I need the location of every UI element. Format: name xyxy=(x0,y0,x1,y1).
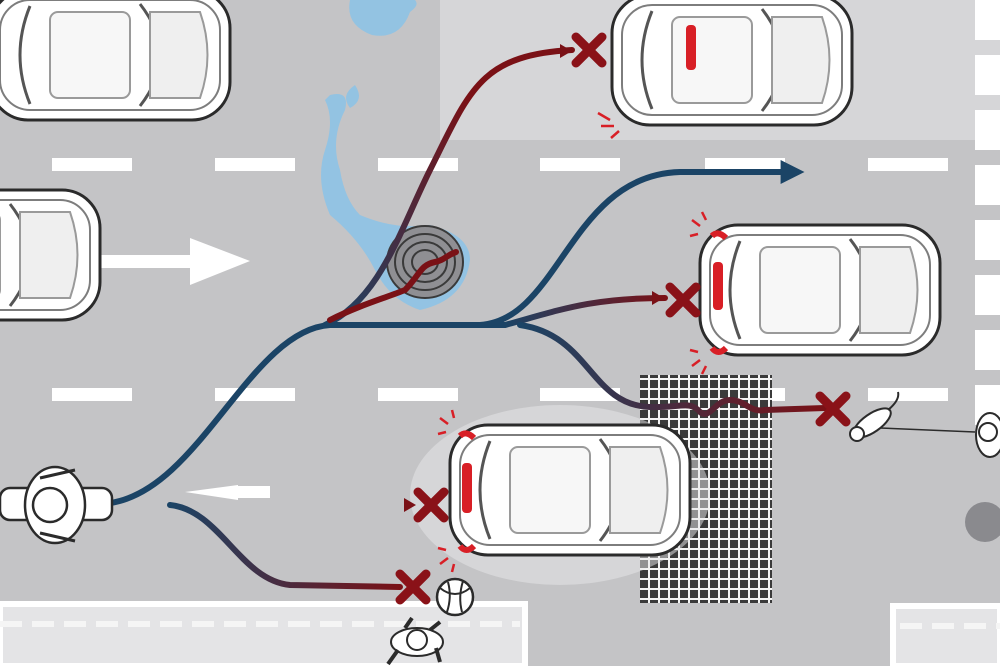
parked-car-top-left xyxy=(0,0,232,122)
danger-path-middle-car xyxy=(502,295,668,328)
safe-path-escape xyxy=(477,160,805,328)
x-mark-icon xyxy=(395,569,431,605)
x-mark-icon xyxy=(815,391,851,427)
cyclist-icon xyxy=(0,465,114,545)
danger-path-dog xyxy=(517,322,828,417)
x-mark-icon xyxy=(413,487,449,523)
pedestrian-icon xyxy=(975,412,1000,458)
danger-path-manhole xyxy=(327,249,459,323)
pedestrian-shadow xyxy=(965,502,1000,542)
car-front-of-cyclist xyxy=(410,405,710,585)
arrow-right-icon xyxy=(404,498,416,512)
parked-car-left xyxy=(0,188,102,322)
lane-markings-upper xyxy=(52,158,948,171)
x-mark-icon xyxy=(571,32,607,68)
safe-path-main xyxy=(107,322,508,506)
arrow-right-icon xyxy=(560,44,572,58)
ball-icon xyxy=(435,577,475,617)
danger-path-top-car xyxy=(322,47,575,328)
arrow-right-icon xyxy=(652,291,664,305)
pedestrian-icon xyxy=(386,616,444,666)
arrow-right-icon xyxy=(100,238,250,285)
arrow-left-icon xyxy=(185,485,270,500)
manhole-cover xyxy=(386,225,464,299)
car-top-right xyxy=(597,0,854,139)
dog-icon xyxy=(849,391,976,442)
x-mark-icon xyxy=(665,282,701,318)
car-middle-right xyxy=(689,211,942,375)
danger-path-ball xyxy=(167,502,403,590)
